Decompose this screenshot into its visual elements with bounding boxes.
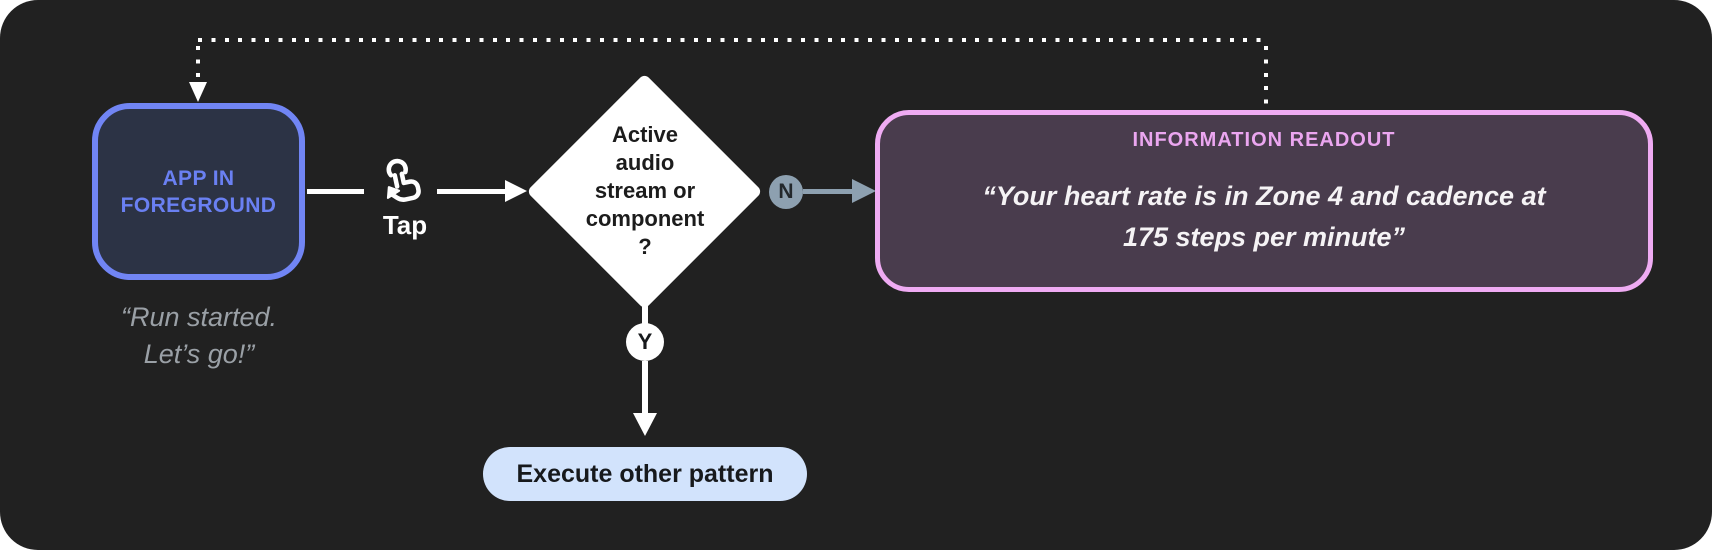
arrow-app-to-tap <box>307 189 364 194</box>
arrow-no-to-readout <box>803 189 855 194</box>
tap-label: Tap <box>382 210 428 240</box>
feedback-dotted-line-right-segment <box>1264 46 1268 108</box>
branch-no-badge: N <box>769 175 803 209</box>
arrow-no-to-readout-arrowhead-icon <box>852 179 876 203</box>
arrow-tap-to-decision-arrowhead-icon <box>505 180 527 202</box>
decision-line5: ? <box>638 234 652 259</box>
app-node-label-line2: FOREGROUND <box>120 193 277 217</box>
arrow-tap-to-decision <box>437 189 506 194</box>
readout-quote-line1: “Your heart rate is in Zone 4 and cadenc… <box>982 180 1546 211</box>
node-information-readout: INFORMATION READOUT “Your heart rate is … <box>875 110 1653 292</box>
readout-quote: “Your heart rate is in Zone 4 and cadenc… <box>982 152 1545 287</box>
connector-decision-to-yes-badge <box>642 305 648 327</box>
node-app-in-foreground: APP IN FOREGROUND <box>92 103 305 280</box>
arrow-yes-to-action-arrowhead-icon <box>633 413 657 436</box>
feedback-dotted-line-horizontal <box>198 38 1268 42</box>
app-node-label-line1: APP IN <box>162 166 235 190</box>
arrow-yes-to-action <box>642 361 648 415</box>
decision-line3: stream or <box>594 178 696 203</box>
branch-yes-badge: Y <box>626 323 664 361</box>
readout-quote-line2: 175 steps per minute” <box>1122 221 1406 252</box>
feedback-arrowhead-icon <box>189 82 207 102</box>
decision-question: Active audio stream or component ? <box>545 121 745 261</box>
decision-line2: audio <box>615 150 675 175</box>
decision-line4: component <box>585 206 705 231</box>
decision-line1: Active <box>611 122 679 147</box>
app-quote-line1: “Run started. <box>120 302 278 332</box>
readout-title: INFORMATION READOUT <box>1132 129 1396 151</box>
node-execute-other-pattern: Execute other pattern <box>483 447 807 501</box>
feedback-dotted-line-left-segment <box>196 46 200 80</box>
app-quote-line2: Let’s go!” <box>143 339 255 369</box>
app-node-quote: “Run started. Let’s go!” <box>68 299 330 373</box>
tap-icon <box>386 158 421 203</box>
